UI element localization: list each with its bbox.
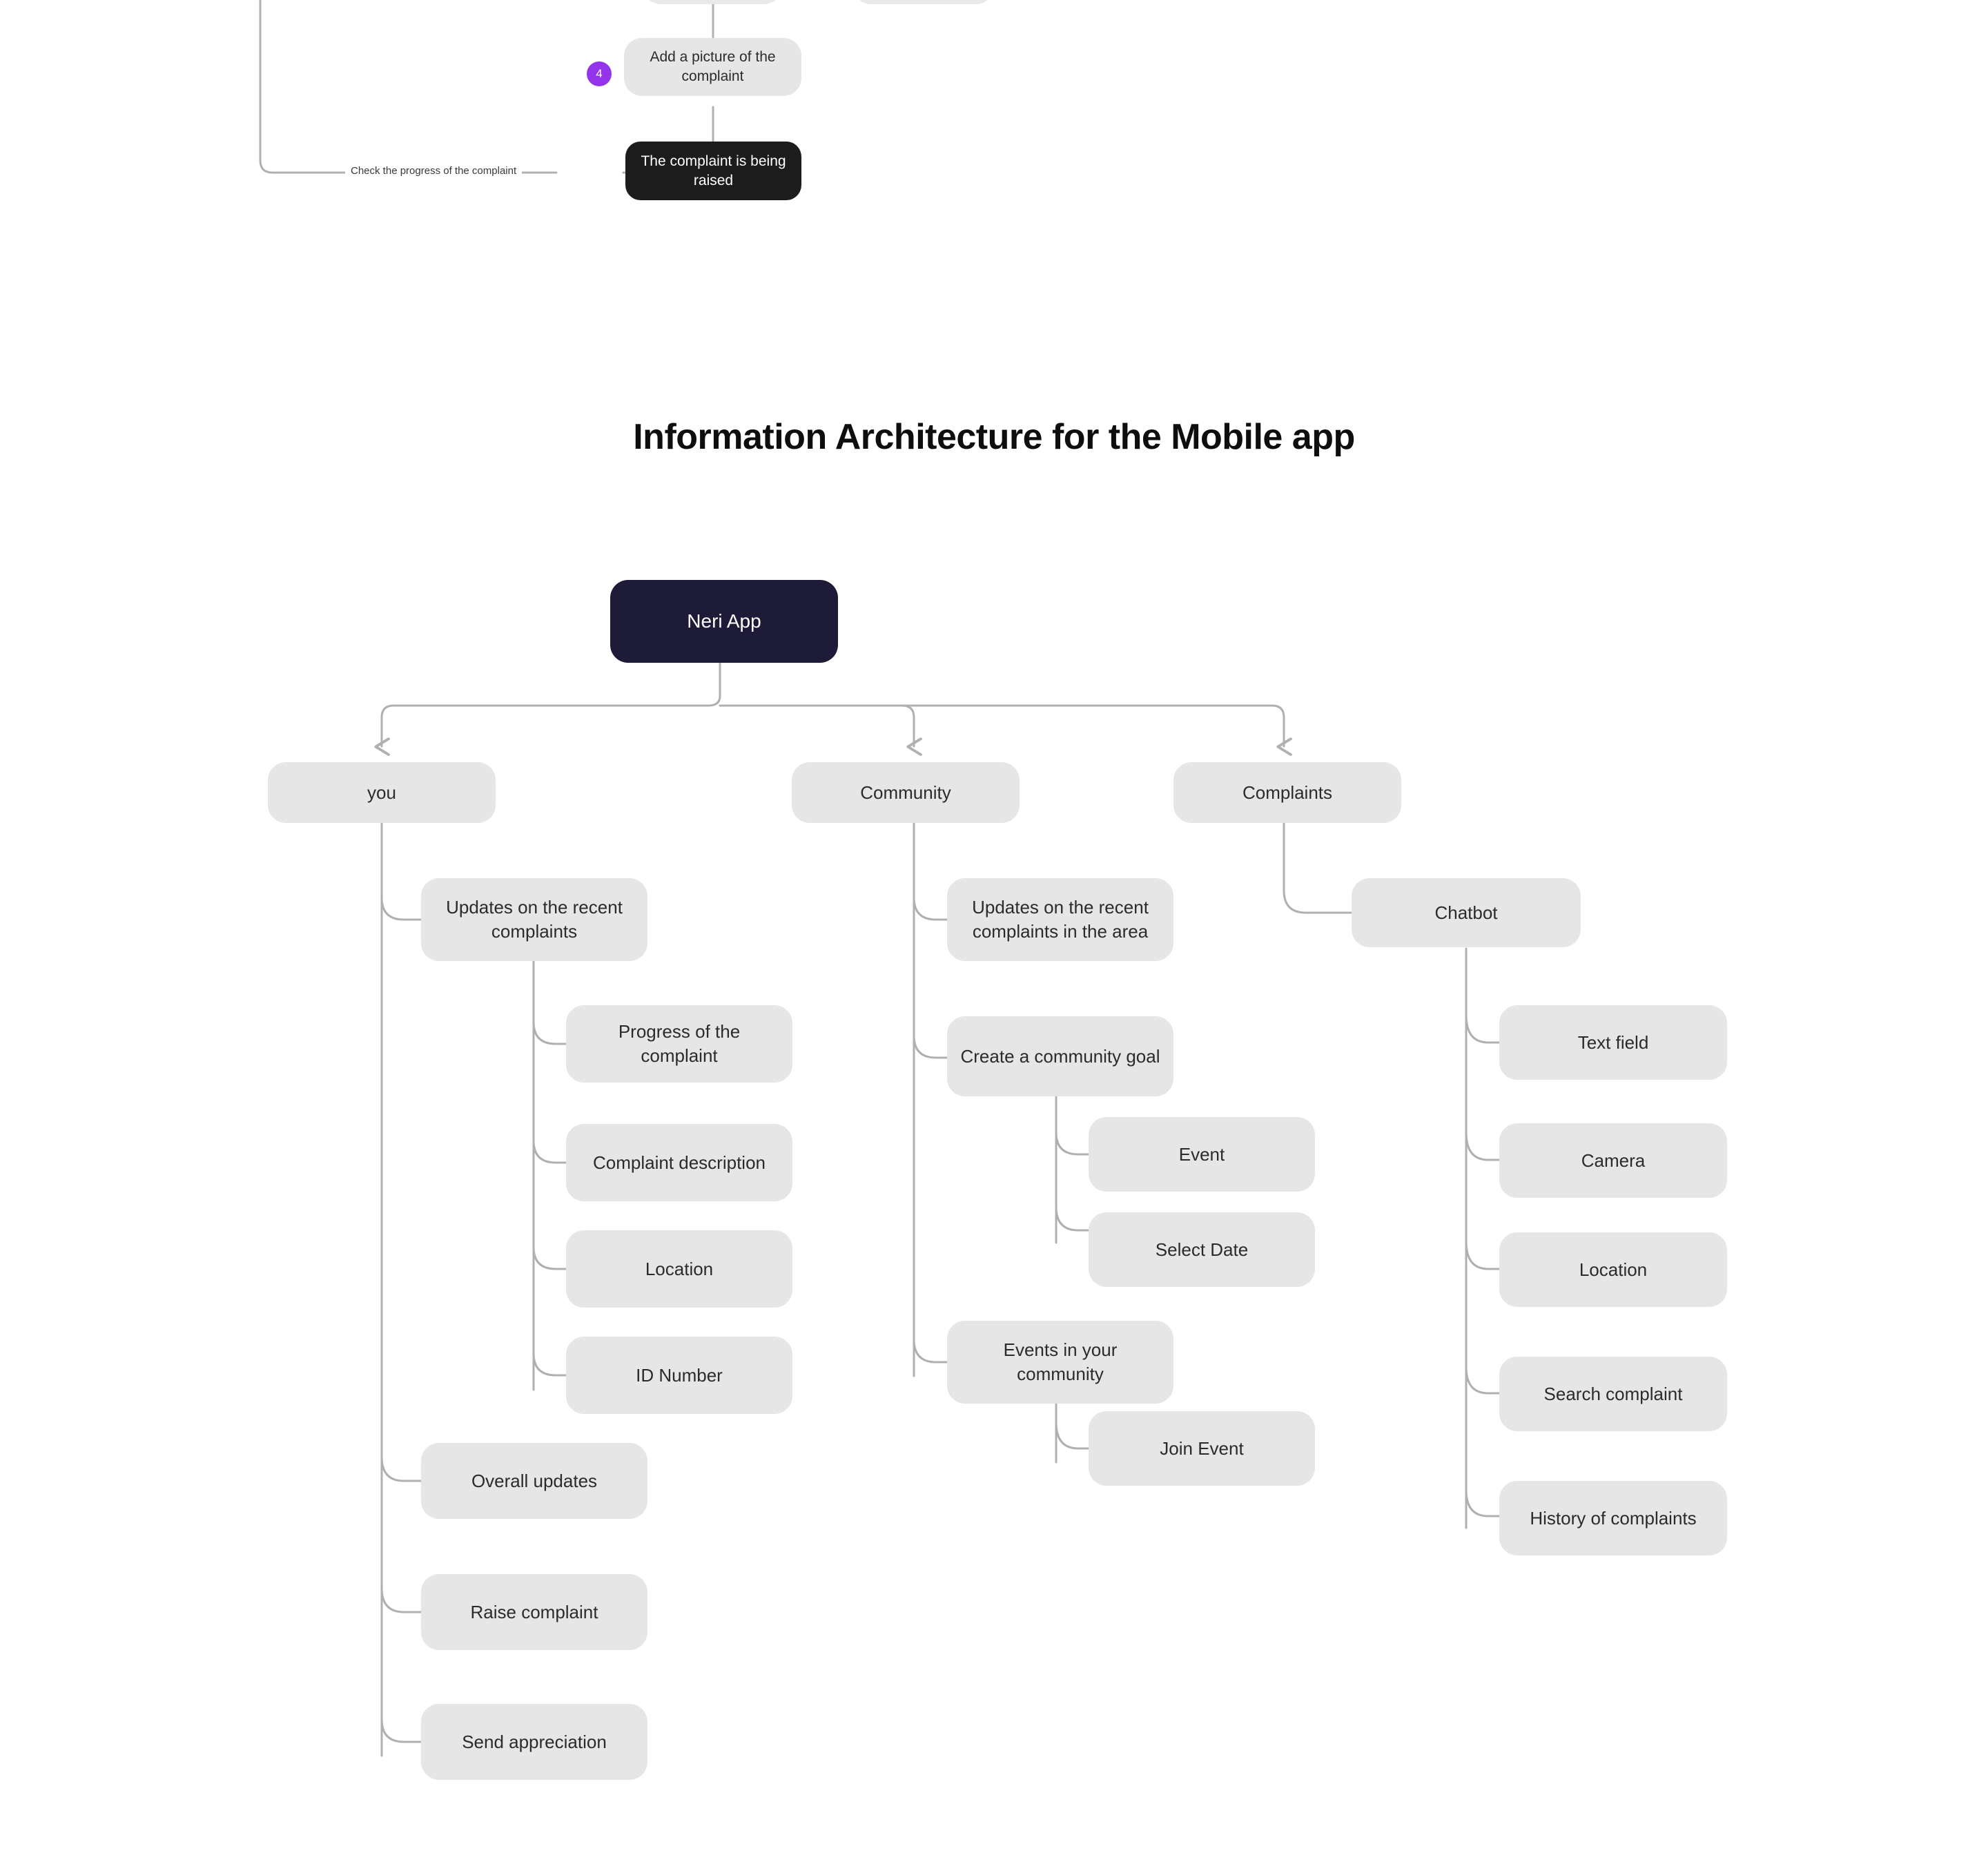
edge-label-check-progress: Check the progress of the complaint (345, 165, 523, 177)
top-fragment-node-b (853, 0, 994, 4)
node-neri-app[interactable]: Neri App (610, 580, 838, 663)
node-location-you[interactable]: Location (566, 1230, 792, 1308)
node-progress-of-the-complaint[interactable]: Progress of the complaint (566, 1005, 792, 1083)
node-label: Join Event (1160, 1437, 1244, 1459)
node-label: The complaint is being raised (641, 153, 786, 188)
node-events-in-your-community[interactable]: Events in your community (947, 1321, 1173, 1404)
node-updates-on-recent-complaints[interactable]: Updates on the recent complaints (421, 878, 647, 961)
node-chatbot[interactable]: Chatbot (1352, 878, 1581, 947)
node-complaint-being-raised[interactable]: The complaint is being raised (625, 142, 801, 200)
node-id-number[interactable]: ID Number (566, 1337, 792, 1414)
step-badge-value: 4 (596, 67, 603, 80)
node-label: Chatbot (1434, 902, 1498, 923)
page-title: Information Architecture for the Mobile … (633, 417, 1355, 457)
node-label: Text field (1577, 1031, 1649, 1053)
node-label: Create a community goal (960, 1045, 1160, 1067)
node-you[interactable]: you (268, 762, 496, 823)
node-label: Overall updates (471, 1470, 598, 1491)
node-label: Progress of the complaint (618, 1021, 741, 1066)
node-label: Location (645, 1258, 714, 1279)
node-label: Camera (1581, 1150, 1646, 1171)
node-camera[interactable]: Camera (1499, 1123, 1727, 1198)
node-label: you (367, 782, 396, 803)
node-label: Location (1579, 1259, 1648, 1280)
node-join-event[interactable]: Join Event (1089, 1411, 1315, 1486)
node-label: Send appreciation (462, 1731, 607, 1752)
node-complaints[interactable]: Complaints (1173, 762, 1401, 823)
node-history-of-complaints[interactable]: History of complaints (1499, 1481, 1727, 1555)
node-create-community-goal[interactable]: Create a community goal (947, 1016, 1173, 1096)
node-label: History of complaints (1530, 1507, 1697, 1529)
node-search-complaint[interactable]: Search complaint (1499, 1357, 1727, 1431)
node-label: Add a picture of the complaint (650, 49, 776, 84)
node-text-field[interactable]: Text field (1499, 1005, 1727, 1080)
node-label: Complaint description (592, 1152, 766, 1173)
step-badge-4: 4 (587, 61, 612, 86)
node-label: Neri App (687, 610, 761, 632)
node-overall-updates[interactable]: Overall updates (421, 1443, 647, 1519)
node-add-picture[interactable]: Add a picture of the complaint (624, 38, 801, 96)
node-label: ID Number (636, 1364, 723, 1386)
node-event[interactable]: Event (1089, 1117, 1315, 1192)
node-updates-in-the-area[interactable]: Updates on the recent complaints in the … (947, 878, 1173, 961)
node-label: Search complaint (1543, 1383, 1683, 1404)
node-complaint-description[interactable]: Complaint description (566, 1124, 792, 1201)
node-community[interactable]: Community (792, 762, 1020, 823)
node-select-date[interactable]: Select Date (1089, 1212, 1315, 1287)
node-raise-complaint[interactable]: Raise complaint (421, 1574, 647, 1650)
node-label: Select Date (1155, 1239, 1249, 1260)
node-label: Updates on the recent complaints in the … (972, 897, 1149, 942)
node-label: Event (1178, 1143, 1225, 1165)
node-location-chatbot[interactable]: Location (1499, 1232, 1727, 1307)
node-label: Raise complaint (470, 1601, 598, 1622)
node-label: Events in your community (1003, 1339, 1118, 1384)
node-label: Complaints (1242, 782, 1333, 803)
top-fragment-node-a (643, 0, 782, 4)
node-send-appreciation[interactable]: Send appreciation (421, 1704, 647, 1780)
node-label: Updates on the recent complaints (446, 897, 623, 942)
node-label: Community (860, 782, 951, 803)
